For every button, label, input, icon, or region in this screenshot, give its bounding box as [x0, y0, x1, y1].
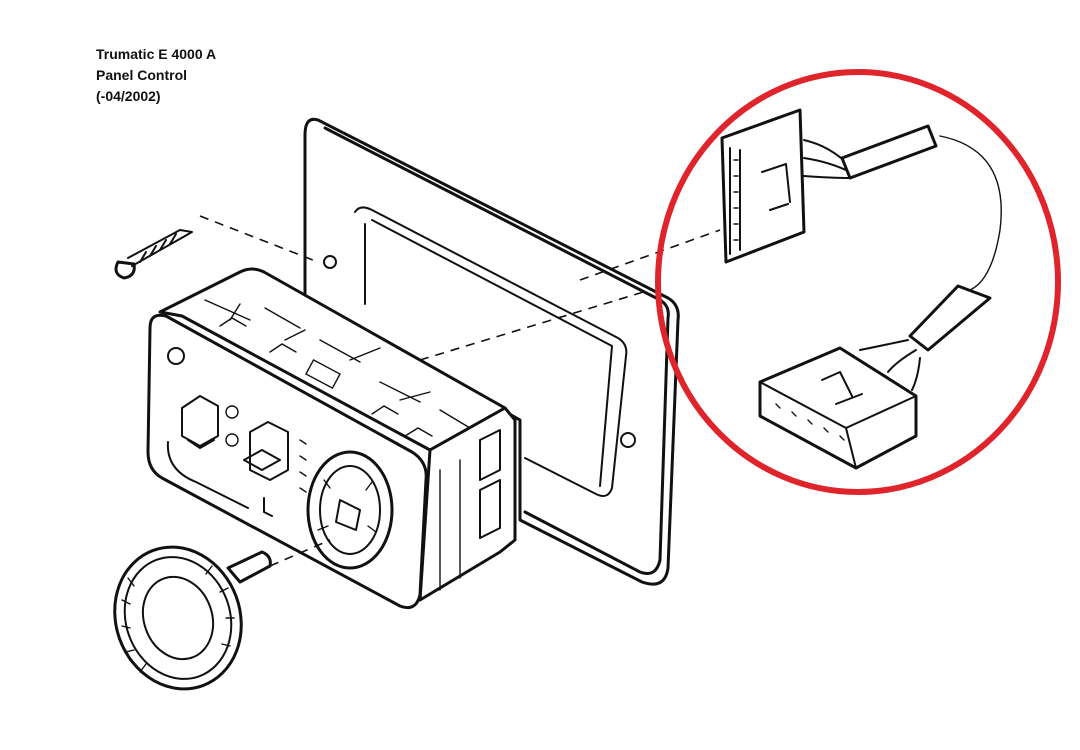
highlight-circle	[655, 69, 1061, 495]
caption-model: Trumatic E 4000 A	[96, 46, 217, 62]
control-unit	[146, 267, 517, 610]
connector-cable	[720, 108, 1002, 470]
caption-date-range: (-04/2002)	[96, 88, 161, 104]
mounting-frame	[303, 117, 680, 586]
mounting-screw	[114, 215, 319, 280]
thermostat-knob	[113, 539, 331, 691]
diagram-caption: Trumatic E 4000 A Panel Control (-04/200…	[96, 44, 216, 107]
caption-part: Panel Control	[96, 67, 188, 83]
